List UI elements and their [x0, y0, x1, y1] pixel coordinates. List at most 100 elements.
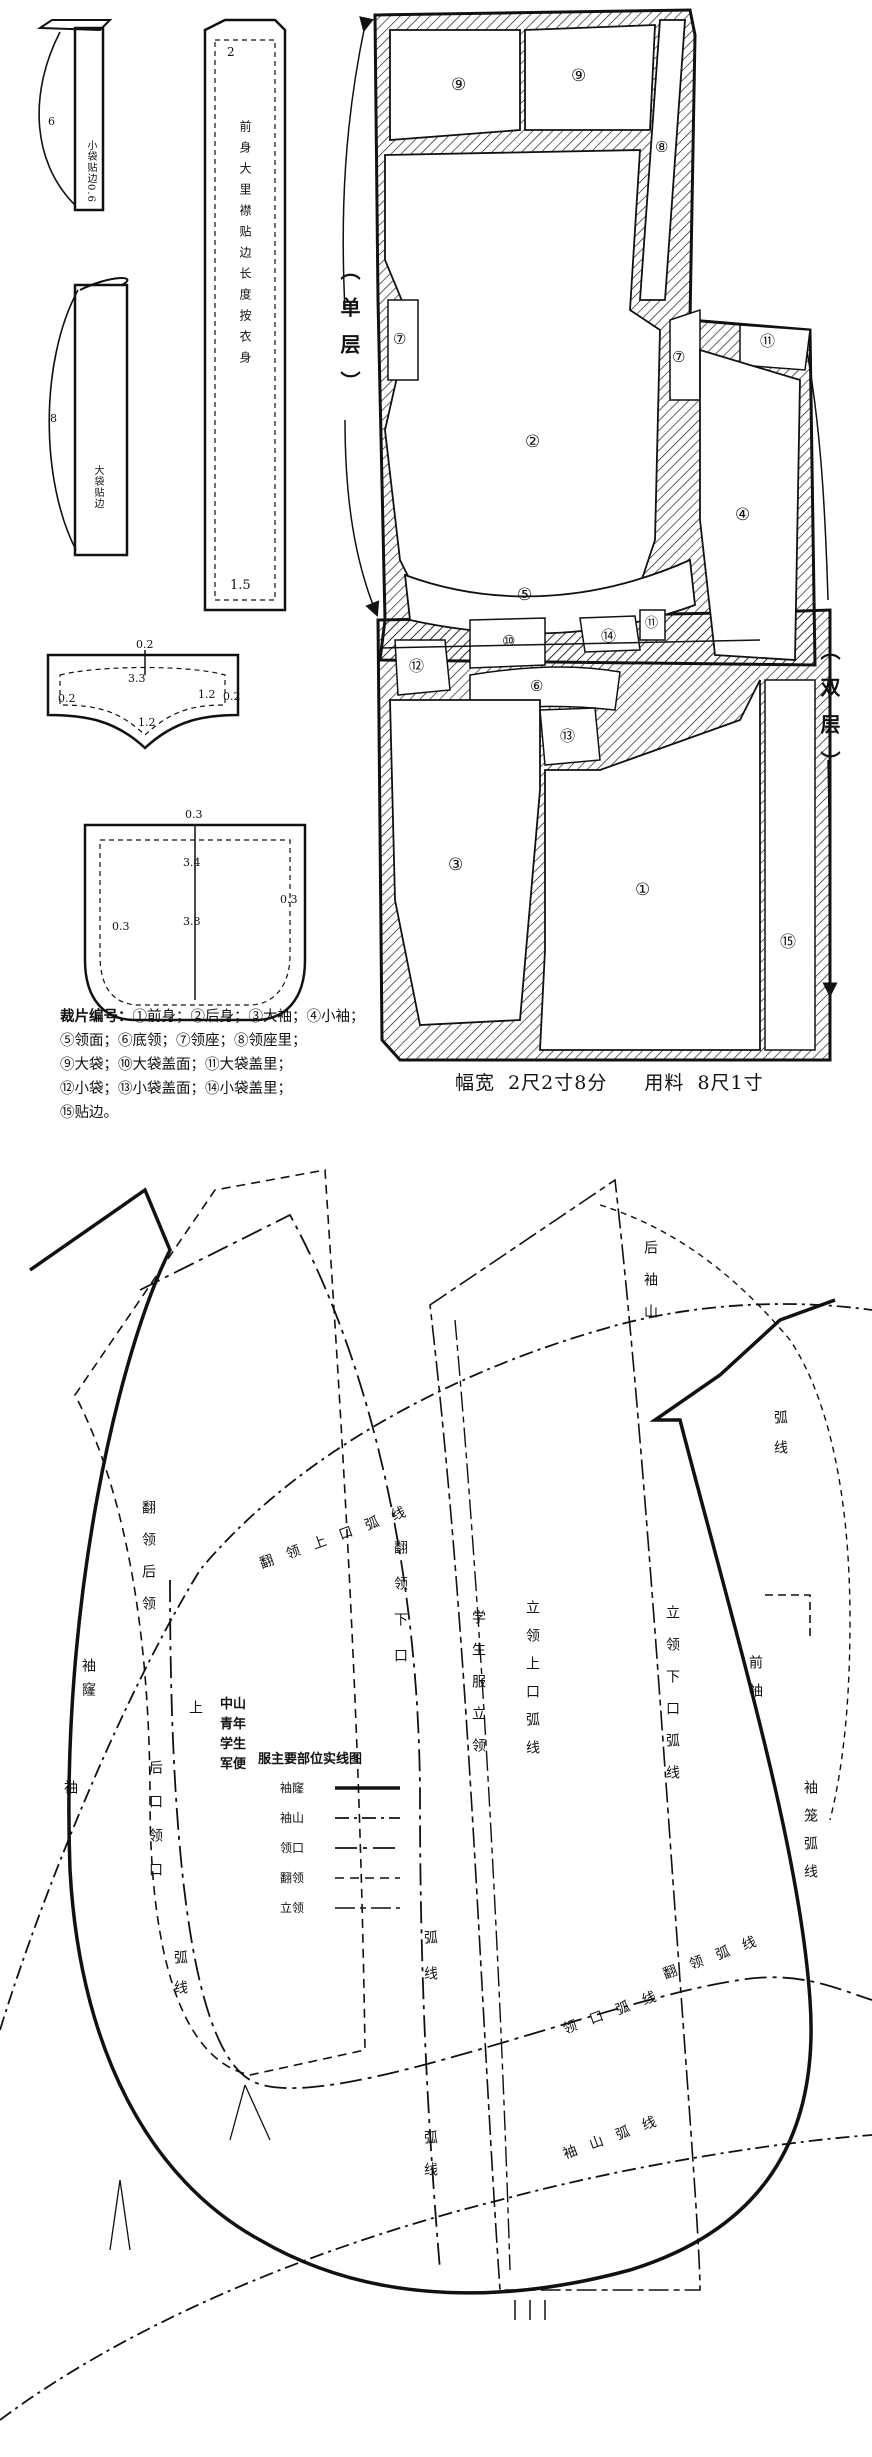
legend-item-turn-collar: 翻领	[280, 1871, 305, 1885]
notch-v2	[109, 2179, 131, 2251]
piece-label: ⑩	[502, 632, 516, 650]
piece-9b	[524, 24, 656, 131]
pieces-title: 裁片编号：	[60, 1008, 133, 1025]
piece-item: ⑤领面；	[60, 1033, 118, 1049]
pocket-flap	[46, 650, 240, 750]
front-facing-strip	[203, 18, 287, 612]
chart-title-line: 学生	[219, 1737, 246, 1752]
pocket-height-dim: 3.8	[183, 915, 201, 928]
fabric-info: 幅宽 2尺2寸8分 用料 8尺1寸	[455, 1068, 770, 1095]
strip-vertical-text: 前身大里襟贴边长度按衣身	[238, 120, 252, 372]
pocket-right-dim: 0.3	[280, 893, 298, 906]
piece-3	[389, 699, 541, 1026]
legend-item-stand-collar: 立领	[280, 1901, 305, 1915]
armhole-curve	[29, 1187, 836, 2295]
flap-bottom-dim: 1.2	[138, 716, 156, 729]
strip-top-number: 2	[227, 45, 235, 59]
piece-label: ③	[448, 855, 464, 875]
curve-label: 弧线	[422, 2130, 438, 2194]
flap-r2-dim: 0.2	[223, 690, 241, 703]
notch-v	[229, 2084, 271, 2141]
piece-item: ⑮贴边。	[60, 1105, 118, 1121]
pieces-legend: 裁片编号：①前身；②后身；③大袖；④小袖； ⑤领面；⑥底领；⑦领座；⑧领座里； …	[60, 1005, 390, 1125]
piece-label: ⑪	[760, 332, 776, 350]
piece-label: ④	[735, 505, 751, 525]
sleeve-cap-curve-1	[0, 1303, 872, 2031]
flap-r1-dim: 1.2	[198, 688, 216, 701]
legend-item-armhole: 袖窿	[280, 1781, 305, 1795]
piece-label: ⑨	[571, 66, 587, 86]
pocket-width-dim: 3.4	[183, 856, 201, 869]
double-layer-label: （ 双 层 ）	[817, 640, 841, 776]
curve-label: 袖窿	[80, 1658, 96, 1706]
piece-label: ⑤	[517, 585, 533, 605]
neckline-curve	[139, 1213, 441, 2271]
piece-label: ①	[635, 880, 651, 900]
piece-item: ⑭小袋盖里；	[205, 1081, 292, 1097]
piece-13	[539, 707, 601, 766]
piece-label: ⑪	[645, 616, 659, 631]
piece-item: ①前身；	[132, 1009, 191, 1025]
piece-8	[639, 19, 686, 301]
small-pocket-text: 小袋贴边0.6	[85, 140, 96, 203]
piece-label: ⑮	[780, 932, 797, 951]
legend-samples	[335, 1786, 400, 1909]
corner-mark	[765, 1594, 811, 1640]
piece-label: ⑭	[601, 627, 617, 645]
curve-label: 前袖	[747, 1655, 763, 1711]
chart-title-line: 青年	[219, 1717, 246, 1732]
piece-item: ④小袖；	[306, 1009, 365, 1025]
fabric-width-label: 幅宽	[455, 1072, 496, 1094]
piece-item: ⑨大袋；	[60, 1057, 118, 1073]
stand-collar-curve	[429, 1178, 701, 2291]
big-pocket-text: 大袋贴边	[92, 465, 103, 509]
flap-top-dim: 0.2	[136, 638, 154, 651]
marker-small: 6	[48, 115, 55, 128]
curve-label: 立领下口弧线	[664, 1605, 680, 1797]
chart-title-block: 中山 青年 学生 军便	[208, 1695, 258, 1775]
back-sleeve-curve	[599, 1204, 851, 1821]
piece-item: ⑦领座；	[176, 1033, 234, 1049]
pocket-left-dim: 0.3	[112, 920, 130, 933]
piece-item: ⑬小袋盖面；	[118, 1081, 205, 1097]
curve-label: 袖	[62, 1780, 78, 1804]
big-pocket-facing	[48, 277, 129, 557]
piece-item: ⑩大袋盖面；	[118, 1057, 205, 1073]
piece-item: ③大袖；	[248, 1009, 307, 1025]
piece-7a	[387, 299, 419, 381]
piece-label: ⑫	[409, 657, 425, 675]
piece-11a	[739, 324, 811, 371]
turn-collar-curve	[74, 1169, 366, 2076]
piece-label: ⑥	[530, 677, 544, 695]
piece-label: ②	[525, 432, 541, 452]
curve-label: 学生服立领	[470, 1610, 486, 1770]
curve-label: 翻领后领	[140, 1500, 156, 1628]
marker-big: 8	[50, 412, 57, 425]
flap-left-dim: 0.2	[58, 692, 76, 705]
piece-item: ⑫小袋；	[60, 1081, 118, 1097]
sleeve-cap-curve-2	[0, 2134, 872, 2421]
curve-label: 弧线	[422, 1930, 438, 2002]
piece-item: ⑧领座里；	[234, 1033, 307, 1049]
legend-title: 服主要部位实线图	[258, 1752, 363, 1767]
piece-9a	[389, 29, 521, 141]
material-label: 用料	[644, 1072, 685, 1094]
cutting-layout	[373, 8, 832, 1062]
curve-label: 立领上口弧线	[524, 1600, 540, 1768]
piece-label: ⑬	[560, 727, 576, 745]
curve-label: 后袖山	[642, 1240, 658, 1336]
legend-item-sleeve-cap: 袖山	[280, 1811, 305, 1825]
piece-item: ⑪大袋盖里；	[205, 1057, 292, 1073]
single-layer-arrow	[342, 16, 380, 617]
piece-1	[539, 679, 761, 1051]
piece-label: ⑦	[672, 348, 686, 366]
strip-bottom-number: 1.5	[230, 578, 251, 593]
cutting-layout-diagram	[36, 8, 838, 1062]
bottom-ticks	[514, 2300, 546, 2320]
neckline-curve-2	[169, 1579, 872, 2089]
curve-label: 后口领口	[147, 1760, 163, 1896]
piece-11b	[639, 609, 666, 641]
legend-item-neckline: 领口	[280, 1841, 305, 1855]
material-value: 8尺1寸	[697, 1072, 764, 1094]
piece-item: ⑥底领；	[118, 1033, 176, 1049]
